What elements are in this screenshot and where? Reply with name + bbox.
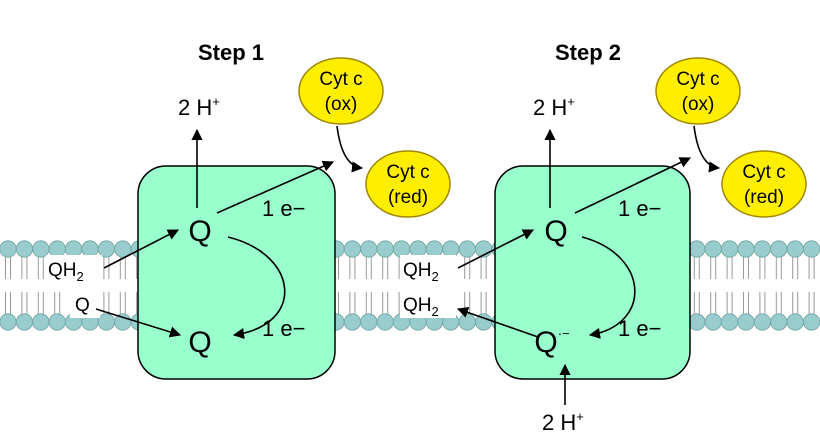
lipid-head [704,313,722,331]
cyt-c-red [721,150,807,218]
label-bg [400,290,456,318]
label-bg [400,255,456,283]
lipid-head [0,313,17,331]
arrow-quinol-in [457,229,534,269]
lipid-head [360,240,378,258]
electron-label-top: 1 e− [262,196,305,221]
step-title: Step 2 [555,40,621,65]
lipid-head [343,240,361,258]
lipid-head [15,313,34,331]
complex-box [494,165,691,380]
cyt-c-ox [655,57,741,125]
arrow-electron-to-cyt [574,157,692,214]
lipid-head [753,313,772,331]
arrow-quinol-out [456,307,539,338]
lipid-head [786,240,804,258]
lipid-head [737,240,755,258]
lipid-head [770,240,788,258]
step-2: Step 2 2 H+ Q Q·− 1 e− 1 e− QH2 QH2 Cyt … [400,40,807,435]
cyt-c-ox [298,57,384,125]
semiquinone-bottom: Q·− [534,326,569,359]
lipid-head [97,313,116,331]
quinol-label: QH2 [48,260,84,284]
lipid-head [376,240,394,258]
arrow-quinone-in [95,308,182,338]
lipid-head [458,240,476,258]
lipid-head [360,313,378,331]
proton-label-top: 2 H+ [178,94,220,120]
lipid-head [458,313,476,331]
electron-label-top: 1 e− [618,196,661,221]
quinol-label-in: QH2 [403,260,439,284]
lipid-head [48,313,66,331]
arrow-cyt-reduction [336,125,364,173]
label-bg [70,290,100,318]
lipid-head [65,240,83,258]
quinol-label-out: QH2 [403,295,439,319]
arrow-electron-to-cyt [216,160,335,214]
cyt-c-red-label: Cyt c(red) [742,162,785,208]
lipid-head [392,240,411,258]
lipid-head [97,240,116,258]
lipid-head [376,313,394,331]
lipid-head [803,240,820,258]
lipid-head [442,240,460,258]
arrow-quinol-in [103,229,179,269]
lipid-heads-top [0,240,820,258]
arrow-electron-recycle [227,236,286,340]
lipid-head [0,240,17,258]
lipid-head [688,313,706,331]
lipid-head [32,240,50,258]
lipid-head [81,240,99,258]
lipid-head [753,240,772,258]
quinone-top: Q [544,215,567,248]
step-title: Step 1 [198,40,264,65]
lipid-head [720,240,739,258]
quinone-bottom: Q [188,326,211,359]
arrow-electron-recycle [581,236,636,339]
lipid-head [803,313,820,331]
lipid-head [32,313,50,331]
cyt-c-ox-label: Cyt c(ox) [319,69,362,115]
electron-label-bottom: 1 e− [262,316,305,341]
quinone-top: Q [188,215,211,248]
quinone-label: Q [75,295,90,316]
cyt-c-red-label: Cyt c(red) [386,162,429,208]
lipid-head [48,240,66,258]
lipid-head [343,313,361,331]
cyt-c-ox-label: Cyt c(ox) [676,69,719,115]
proton-label-top: 2 H+ [533,94,575,120]
lipid-head [720,313,739,331]
lipid-head [786,313,804,331]
electron-label-bottom: 1 e− [618,316,661,341]
label-bg [46,255,102,283]
lipid-head [770,313,788,331]
lipid-head [15,240,34,258]
lipid-head [409,240,427,258]
complex-box [137,165,336,380]
lipid-head [425,240,443,258]
proton-label-bottom: 2 H+ [542,409,584,435]
step-1: Step 1 2 H+ Q Q 1 e− 1 e− QH2 Q Cyt c(ox… [46,40,451,380]
lipid-head [737,313,755,331]
lipid-head [704,240,722,258]
arrow-cyt-reduction [693,125,721,173]
lipid-head [688,240,706,258]
cyt-c-red [365,150,451,218]
